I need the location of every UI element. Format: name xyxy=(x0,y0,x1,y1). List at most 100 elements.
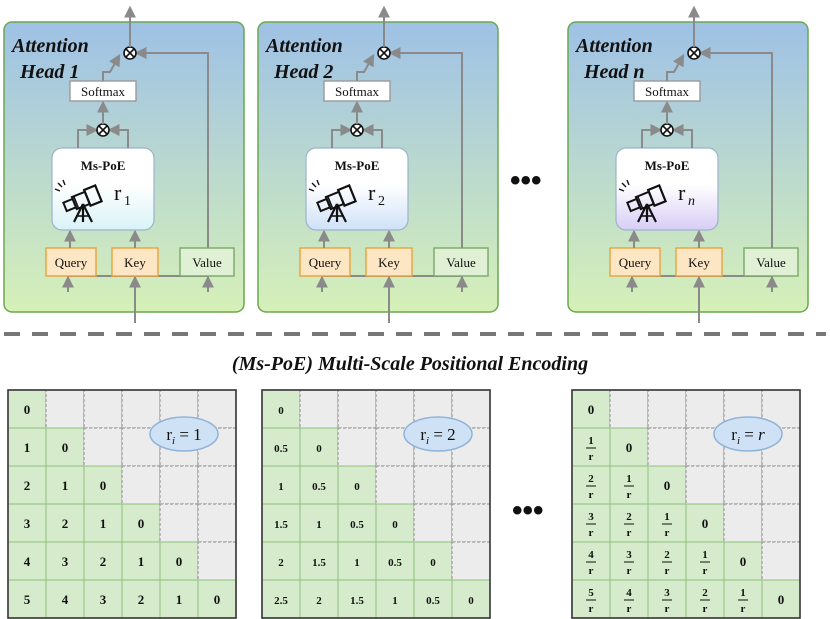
matrices-ellipsis: ••• xyxy=(512,494,544,527)
cell-numerator: 4 xyxy=(588,549,594,561)
cell-denominator: r xyxy=(665,527,670,539)
matrix-cell xyxy=(7,541,47,581)
value-box: Value xyxy=(433,247,489,277)
cell-value: 4 xyxy=(62,592,69,607)
cell-value: 0 xyxy=(24,402,31,417)
badge-equals: = xyxy=(175,425,193,444)
multiply-icon xyxy=(660,123,674,137)
multiply-icon xyxy=(377,46,391,60)
masked-cell xyxy=(121,465,161,505)
cell-value: 0 xyxy=(468,595,474,607)
cell-value: 1 xyxy=(62,478,69,493)
heads-ellipsis: ••• xyxy=(510,164,542,197)
cell-numerator: 4 xyxy=(626,587,632,599)
softmax-box-label: Softmax xyxy=(645,84,690,99)
ratio-subscript: 1 xyxy=(124,194,131,209)
cell-value: 5 xyxy=(24,592,31,607)
key-box: Key xyxy=(675,247,723,277)
cell-value: 0 xyxy=(588,402,595,417)
key-box-label: Key xyxy=(688,255,710,270)
cell-numerator: 1 xyxy=(702,549,708,561)
masked-cell xyxy=(685,465,725,505)
matrix-border xyxy=(7,389,237,619)
masked-cell xyxy=(413,465,453,505)
badge-subscript: i xyxy=(172,435,175,447)
ratio-badge: ri = 2 xyxy=(403,416,473,452)
matrix-cell xyxy=(609,541,649,581)
cell-value: 3 xyxy=(24,516,31,531)
value-box: Value xyxy=(179,247,235,277)
cell-value: 0.5 xyxy=(426,595,440,607)
query-box-label: Query xyxy=(55,255,88,270)
cell-numerator: 1 xyxy=(588,435,594,447)
masked-cell xyxy=(413,503,453,543)
query-box-label: Query xyxy=(619,255,652,270)
cell-value: 0 xyxy=(278,405,284,417)
ratio-symbol: r xyxy=(678,180,686,205)
cell-value: 1 xyxy=(316,519,322,531)
query-box: Query xyxy=(609,247,661,277)
head-title-line1: Attention xyxy=(264,35,343,57)
cell-value: 1 xyxy=(176,592,183,607)
cell-value: 1 xyxy=(278,481,284,493)
cell-value: 0 xyxy=(392,519,398,531)
cell-value: 2 xyxy=(138,592,145,607)
cell-value: 0.5 xyxy=(350,519,364,531)
matrix-cell xyxy=(159,541,199,581)
cell-numerator: 1 xyxy=(740,587,746,599)
cell-value: 0 xyxy=(664,478,671,493)
matrix-cell xyxy=(413,579,453,619)
mspoe-to-mult xyxy=(331,124,353,148)
value-box-label: Value xyxy=(756,255,786,270)
cell-numerator: 1 xyxy=(626,473,632,485)
masked-cell xyxy=(451,465,491,505)
cell-value: 0.5 xyxy=(312,481,326,493)
matrix-border xyxy=(571,389,801,619)
cell-denominator: r xyxy=(627,489,632,501)
cell-numerator: 3 xyxy=(588,511,594,523)
value-box-label: Value xyxy=(192,255,222,270)
matrix-cell xyxy=(571,541,611,581)
matrix-cell xyxy=(7,427,47,467)
softmax-box-label: Softmax xyxy=(81,84,126,99)
cell-denominator: r xyxy=(665,603,670,615)
matrix-cell xyxy=(45,427,85,467)
cell-numerator: 2 xyxy=(664,549,670,561)
masked-cell xyxy=(647,427,687,467)
masked-cell xyxy=(197,465,237,505)
ratio-subscript: 2 xyxy=(378,194,385,209)
matrix-cell xyxy=(761,579,801,619)
cell-value: 0 xyxy=(62,440,69,455)
key-box-label: Key xyxy=(378,255,400,270)
cell-value: 1.5 xyxy=(350,595,364,607)
matrix-cell xyxy=(121,503,161,543)
softmax-box: Softmax xyxy=(69,80,137,102)
matrix-cell xyxy=(121,579,161,619)
cell-value: 1 xyxy=(24,440,31,455)
matrix-cell xyxy=(609,579,649,619)
matrix-cell xyxy=(375,503,415,543)
ratio-symbol: r xyxy=(368,180,376,205)
multiply-icon xyxy=(350,123,364,137)
badge-base: r xyxy=(420,425,426,444)
mspoe-to-mult xyxy=(77,124,99,148)
cell-value: 0.5 xyxy=(274,443,288,455)
matrix-cell xyxy=(337,503,377,543)
head-title-line1: Attention xyxy=(574,35,653,57)
mspoe-to-mult xyxy=(361,124,383,148)
cell-value: 2 xyxy=(278,557,284,569)
masked-cell xyxy=(159,465,199,505)
masked-cell xyxy=(83,427,123,467)
masked-cell xyxy=(159,503,199,543)
cell-denominator: r xyxy=(627,565,632,577)
ratio-badge-text: ri = 1 xyxy=(166,425,201,447)
cell-value: 1.5 xyxy=(274,519,288,531)
masked-cell xyxy=(761,503,801,543)
masked-cell xyxy=(761,541,801,581)
multiply-icon xyxy=(96,123,110,137)
